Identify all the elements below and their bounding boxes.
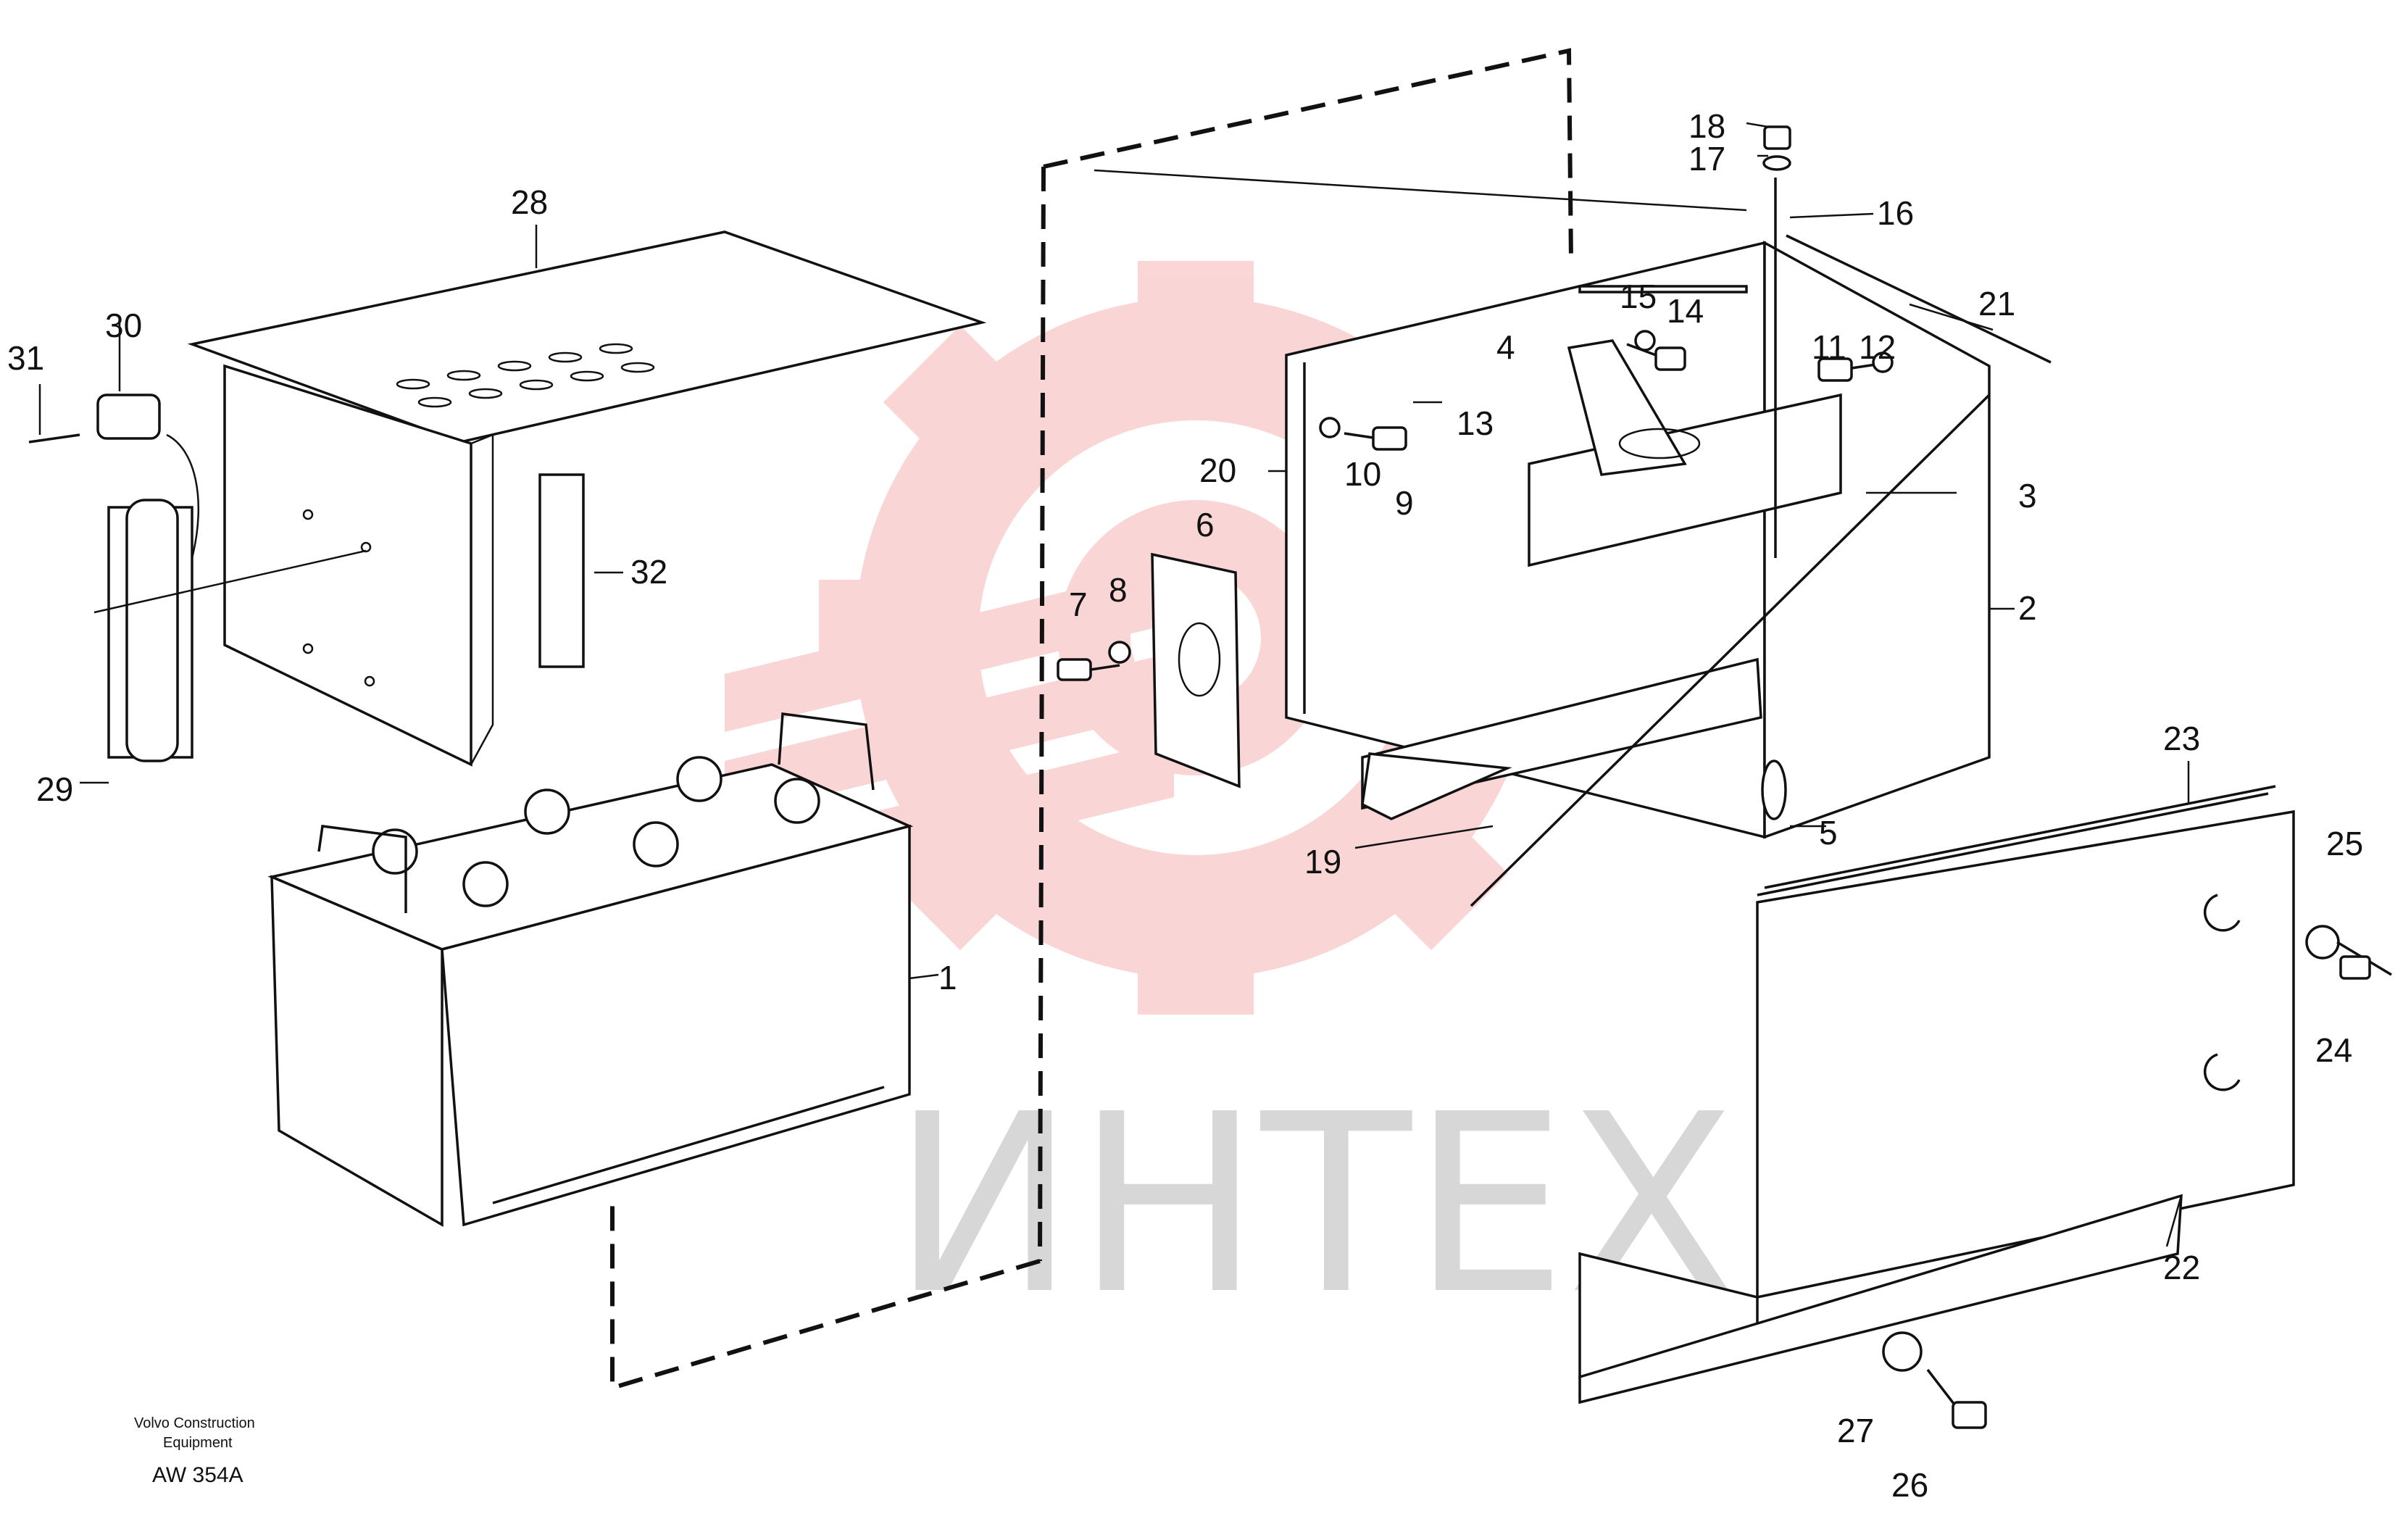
callout-29: 29 <box>36 770 73 808</box>
cover-plate <box>187 230 987 767</box>
drawing-code: AW 354A <box>152 1463 243 1487</box>
callout-5: 5 <box>1819 814 1838 852</box>
leader-battery <box>909 973 939 980</box>
rod-21 <box>1786 234 2052 364</box>
battery-box <box>1285 241 1991 907</box>
callout-14: 14 <box>1667 292 1704 330</box>
strips-19 <box>1361 752 1512 820</box>
callout-28: 28 <box>511 183 548 221</box>
clip-5 <box>1761 759 1787 820</box>
callout-23: 23 <box>2163 720 2200 757</box>
plate-6 <box>1151 552 1241 788</box>
callout-22: 22 <box>2163 1249 2200 1286</box>
credit-line-1: Volvo Construction <box>134 1415 255 1431</box>
callout-8: 8 <box>1109 571 1128 609</box>
callout-30: 30 <box>105 307 142 344</box>
callout-25: 25 <box>2326 825 2363 862</box>
callout-9: 9 <box>1395 484 1414 522</box>
callout-13: 13 <box>1457 404 1494 442</box>
callout-12: 12 <box>1859 328 1896 366</box>
rod-23 <box>1764 785 2276 889</box>
latch-assembly <box>28 394 199 762</box>
callout-27: 27 <box>1837 1412 1874 1449</box>
callout-32: 32 <box>630 553 667 591</box>
leader-latch <box>93 549 367 614</box>
callout-21: 21 <box>1978 285 2015 322</box>
callout-labels: 1 2 3 4 5 6 7 8 9 10 11 12 13 14 15 16 1… <box>7 107 2363 1504</box>
leader-lines <box>38 122 2190 1247</box>
strip-32 <box>538 473 585 668</box>
callout-2: 2 <box>2018 589 2037 627</box>
callout-24: 24 <box>2315 1031 2352 1069</box>
rod-assembly <box>1762 125 1791 558</box>
callout-7: 7 <box>1069 586 1088 623</box>
callout-18: 18 <box>1688 107 1725 145</box>
bolts-washers <box>1057 330 1894 681</box>
callout-31: 31 <box>7 339 44 377</box>
dashed-boundary <box>610 48 1573 1391</box>
battery <box>267 712 914 1228</box>
callout-3: 3 <box>2018 477 2037 515</box>
bolts-lower <box>1882 925 2392 1429</box>
callout-15: 15 <box>1620 278 1657 315</box>
callout-1: 1 <box>938 959 957 996</box>
callout-17: 17 <box>1688 140 1725 178</box>
callout-6: 6 <box>1196 506 1215 544</box>
lid-22 <box>1578 792 2295 1404</box>
callout-19: 19 <box>1304 843 1341 881</box>
callout-11: 11 <box>1812 328 1846 366</box>
plate-slot <box>1178 622 1221 697</box>
callout-16: 16 <box>1877 194 1914 232</box>
callout-4: 4 <box>1496 328 1515 366</box>
callout-20: 20 <box>1199 451 1236 489</box>
callout-10: 10 <box>1344 455 1381 493</box>
callout-26: 26 <box>1891 1466 1928 1504</box>
credit-line-2: Equipment <box>163 1435 233 1451</box>
